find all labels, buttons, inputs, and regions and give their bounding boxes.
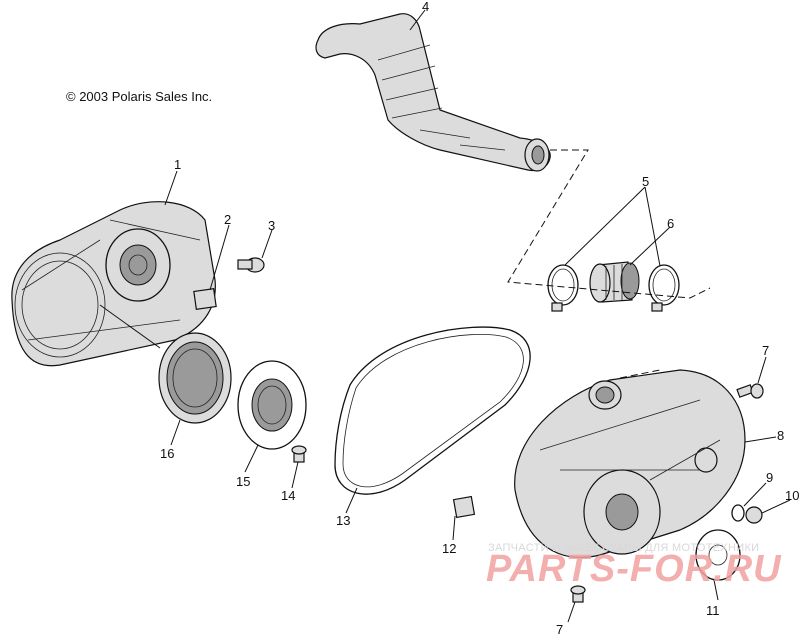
callout-labels: 1 2 3 4 5 6 7 8 9 10 11 12 13 14 15 16 7 [160, 0, 799, 637]
decal-label [193, 288, 217, 310]
callout-4: 4 [422, 0, 429, 14]
decal-label-12 [452, 495, 476, 519]
gasket-plate [237, 360, 307, 450]
callout-2: 2 [224, 212, 231, 227]
washer [695, 529, 741, 581]
nut-10 [745, 506, 763, 524]
large-seal [158, 332, 232, 424]
callout-13: 13 [336, 513, 350, 528]
callout-16: 16 [160, 446, 174, 461]
callout-3: 3 [268, 218, 275, 233]
assembly-lines [507, 149, 711, 379]
copyright-notice: © 2003 Polaris Sales Inc. [66, 89, 213, 104]
o-ring [731, 504, 745, 522]
intake-coupler [589, 261, 640, 303]
leader-lines [99, 9, 791, 623]
bolt-3 [237, 257, 265, 273]
air-intake-duct [315, 13, 551, 172]
callout-8: 8 [777, 428, 784, 443]
callout-11: 11 [706, 603, 720, 618]
watermark-tagline: ЗАПЧАСТИ И АКСЕССУАРЫ ДЛЯ МОТОТЕХНИКИ [488, 542, 760, 554]
callout-9: 9 [766, 470, 773, 485]
callout-7-lower: 7 [556, 622, 563, 637]
callout-15: 15 [236, 474, 250, 489]
bolt-7-lower [570, 585, 586, 603]
bolt-14 [291, 445, 307, 463]
callout-5: 5 [642, 174, 649, 189]
callout-12: 12 [442, 541, 456, 556]
callout-14: 14 [281, 488, 295, 503]
callout-7-upper: 7 [762, 343, 769, 358]
drive-belt [334, 326, 531, 495]
callout-1: 1 [174, 157, 181, 172]
callout-6: 6 [667, 216, 674, 231]
hose-clamp-right [648, 264, 680, 312]
inner-clutch-cover [11, 201, 216, 367]
hose-clamp-left [547, 264, 579, 312]
callout-10: 10 [785, 488, 799, 503]
bolt-7-upper [736, 383, 764, 399]
outer-clutch-cover [514, 369, 746, 559]
watermark-logo: PARTS-FOR.RU [486, 548, 782, 590]
